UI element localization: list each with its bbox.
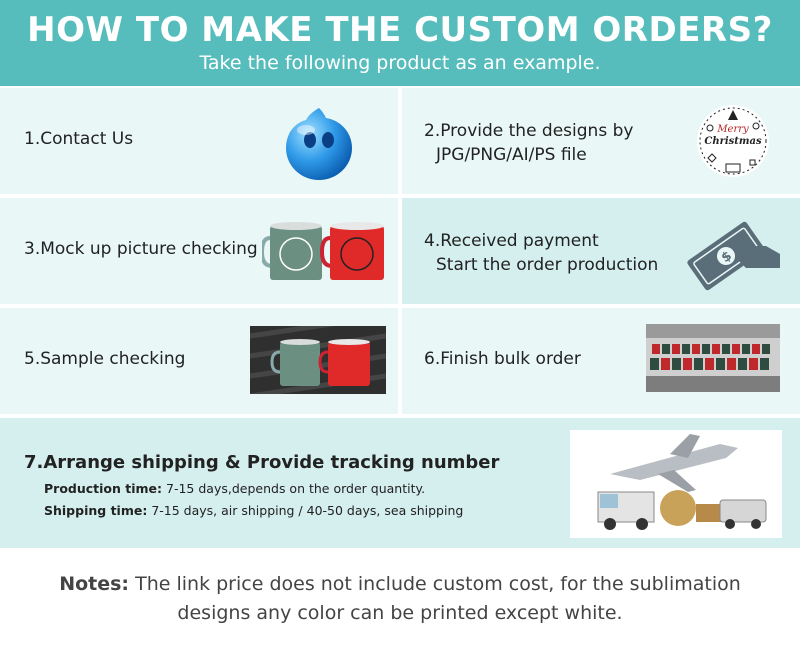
page-header: HOW TO MAKE THE CUSTOM ORDERS? Take the …	[0, 0, 800, 86]
step-2-label-line1: 2.Provide the designs by	[424, 121, 634, 141]
step-3-panel: 3.Mock up picture checking	[0, 198, 398, 304]
production-time-key: Production time:	[44, 481, 163, 496]
page-title: HOW TO MAKE THE CUSTOM ORDERS?	[27, 10, 773, 50]
step-6-label: 6.Finish bulk order	[424, 349, 581, 369]
step-7-panel: 7.Arrange shipping & Provide tracking nu…	[0, 418, 800, 548]
production-time-value: 7-15 days,depends on the order quantity.	[166, 481, 426, 496]
step-4-label-line2: Start the order production	[436, 255, 659, 275]
shipping-time-value: 7-15 days, air shipping / 40-50 days, se…	[151, 503, 464, 518]
notes-section: Notes: The link price does not include c…	[0, 570, 800, 628]
step-3-label: 3.Mock up picture checking	[24, 239, 258, 259]
xmas-text-2: Christmas	[704, 136, 762, 147]
step-2-label-line2: JPG/PNG/AI/PS file	[436, 145, 587, 165]
notes-key: Notes:	[59, 573, 130, 595]
step-6-panel: 6.Finish bulk order	[402, 308, 800, 414]
page-subtitle: Take the following product as an example…	[199, 52, 601, 74]
step-7-label: 7.Arrange shipping & Provide tracking nu…	[24, 452, 500, 473]
notes-line-1: Notes: The link price does not include c…	[0, 570, 800, 599]
step-2-panel: 2.Provide the designs by JPG/PNG/AI/PS f…	[402, 88, 800, 194]
step-5-panel: 5.Sample checking	[0, 308, 398, 414]
step-4-panel: 4.Received payment Start the order produ…	[402, 198, 800, 304]
step-4-label-line1: 4.Received payment	[424, 231, 599, 251]
shipping-transport-image	[570, 430, 782, 538]
step-1-label: 1.Contact Us	[24, 129, 134, 149]
chat-bubble-icon	[282, 102, 356, 186]
shipping-time-key: Shipping time:	[44, 503, 148, 518]
shipping-time-line: Shipping time: 7-15 days, air shipping /…	[44, 503, 463, 518]
sample-photo-image	[250, 326, 386, 394]
step-1-panel: 1.Contact Us	[0, 88, 398, 194]
xmas-text-1: Merry	[717, 124, 749, 135]
bulk-order-photo-image	[646, 324, 780, 392]
notes-text-1: The link price does not include custom c…	[135, 573, 741, 595]
step-5-label: 5.Sample checking	[24, 349, 186, 369]
christmas-design-icon: Merry Christmas	[694, 102, 772, 180]
mug-mockup-image	[262, 218, 392, 284]
production-time-line: Production time: 7-15 days,depends on th…	[44, 481, 425, 496]
payment-icon: $	[680, 212, 784, 292]
notes-text-2: designs any color can be printed except …	[177, 602, 623, 624]
